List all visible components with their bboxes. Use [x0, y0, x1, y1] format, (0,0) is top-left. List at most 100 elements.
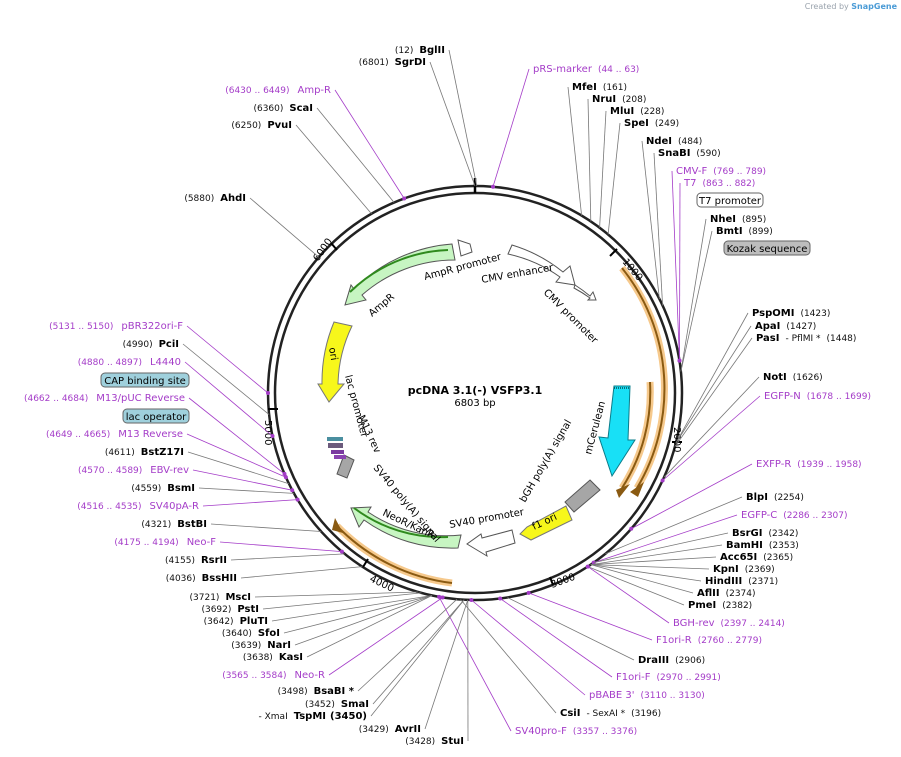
left-site-label-10: (4649 .. 4665)M13 Reverse	[46, 429, 183, 440]
left-primer-mark-14	[295, 497, 300, 502]
left-site-label-26: (3498)BsaBI *	[278, 686, 355, 697]
left-site-label-30: (3428)StuI	[405, 736, 464, 747]
left-leader-10	[186, 433, 287, 478]
site-labels: pRS-marker(44 .. 63) MfeI(161)NruI(208)Ml…	[24, 45, 871, 747]
right-leader-13	[674, 337, 753, 447]
right-site-label-7: CMV-F(769 .. 789)	[676, 166, 766, 177]
right-leader-7	[671, 170, 680, 361]
left-leader-6	[186, 325, 269, 394]
left-primer-mark-25	[440, 595, 445, 600]
right-site-label-6: SnaBI(590)	[658, 148, 721, 159]
left-leader-15	[210, 523, 322, 532]
right-site-label-31: CsiI- SexAI *(3196)	[560, 708, 661, 719]
label-cmv-enhancer: CMV enhancer	[481, 262, 555, 286]
right-site-label-9: NheI(895)	[710, 214, 766, 225]
label-ori: ori	[326, 347, 339, 362]
left-leader-5	[249, 197, 320, 258]
orf-arcs	[332, 265, 668, 587]
right-leader-26	[587, 566, 670, 624]
right-site-label-3: MluI(228)	[610, 106, 664, 117]
feature-sv40-promoter	[466, 529, 516, 558]
feature-ori	[317, 321, 353, 403]
left-site-label-22: (3640)SfoI	[222, 628, 280, 639]
right-leader-28	[507, 597, 635, 661]
cap-box: CAP binding site	[100, 372, 190, 388]
left-site-label-16: (4175 .. 4194)Neo-F	[114, 537, 216, 548]
left-site-label-1: (6801)SgrDI	[359, 57, 426, 68]
left-site-label-17: (4155)RsrII	[165, 555, 227, 566]
right-site-label-21: Acc65I(2365)	[720, 552, 793, 563]
right-leader-12	[675, 325, 752, 444]
left-leader-29	[424, 599, 469, 730]
left-leader-16	[219, 541, 342, 552]
right-leader-10	[680, 230, 713, 372]
right-site-label-2: NruI(208)	[592, 94, 646, 105]
left-leader-13	[198, 487, 295, 494]
left-leader-0	[448, 49, 478, 187]
right-primer-mark-32	[437, 594, 442, 599]
right-site-label-0: pRS-marker(44 .. 63)	[533, 64, 639, 75]
right-site-label-28: DraIII(2906)	[638, 655, 705, 666]
right-leader-16	[631, 463, 753, 530]
left-primer-mark-6	[266, 391, 270, 395]
right-primer-mark-15	[660, 478, 665, 483]
left-site-label-9: (4662 .. 4684)M13/pUC Reverse	[24, 393, 185, 404]
left-leader-14	[202, 499, 298, 507]
left-site-label-21: (3642)PluTI	[204, 616, 268, 627]
right-leader-2	[587, 98, 592, 222]
left-site-label-7: (4990)PciI	[123, 339, 179, 350]
left-site-label-27: (3452)SmaI	[305, 699, 369, 710]
right-site-label-5: NdeI(484)	[646, 136, 702, 147]
left-leader-1	[429, 61, 476, 187]
right-site-label-16: EXFP-R(1939 .. 1958)	[756, 459, 862, 470]
left-leader-22	[283, 595, 433, 634]
left-primer-mark-16	[339, 549, 344, 554]
kozak-label: Kozak sequence	[727, 244, 808, 255]
left-leader-18	[240, 566, 363, 579]
right-leader-19	[593, 532, 729, 563]
right-site-label-8: T7(863 .. 882)	[683, 178, 755, 189]
right-site-label-24: AflII(2374)	[697, 588, 756, 599]
left-site-label-0: (12)BglII	[395, 45, 445, 56]
left-leader-21	[271, 595, 433, 622]
left-site-label-4: (6250)PvuI	[231, 120, 292, 131]
left-leader-3	[316, 107, 395, 203]
left-site-label-25: (3565 .. 3584)Neo-R	[222, 670, 325, 681]
right-site-label-1: MfeI(161)	[572, 82, 627, 93]
feature-neor	[350, 506, 462, 549]
right-site-label-17: BlpI(2254)	[746, 492, 804, 503]
right-leader-30	[471, 599, 586, 696]
feature-sv40-polya	[336, 454, 355, 479]
right-leader-17	[605, 496, 743, 555]
right-primer-mark-29	[498, 596, 503, 601]
feature-lac	[327, 437, 346, 459]
feature-bgh-polya	[564, 479, 601, 513]
right-leader-29	[499, 598, 613, 678]
right-site-label-13: PasI- PflMI *(1448)	[756, 333, 856, 344]
right-leader-18	[593, 514, 738, 563]
right-leader-4	[607, 122, 621, 235]
right-primer-mark-8	[677, 358, 682, 363]
plasmid-length: 6803 bp	[454, 398, 495, 409]
label-bgh: bGH poly(A) signal	[518, 418, 574, 504]
left-leader-20	[262, 592, 422, 610]
right-site-label-25: PmeI(2382)	[688, 600, 752, 611]
tick-3000: 3000	[549, 572, 577, 591]
left-leader-17	[230, 553, 345, 561]
right-site-label-19: BsrGI(2342)	[732, 528, 798, 539]
cap-label: CAP binding site	[104, 376, 186, 387]
feature-cmv-enhancer	[507, 244, 597, 301]
left-primer-mark-12	[290, 488, 295, 493]
left-site-label-15: (4321)BstBI	[141, 519, 207, 530]
right-leader-22	[590, 564, 710, 570]
lac-operator-label: lac operator	[126, 412, 187, 423]
left-site-label-8: (4880 .. 4897)L4440	[78, 357, 181, 368]
right-site-label-32: SV40pro-F(3357 .. 3376)	[515, 726, 637, 737]
lac-operator-box: lac operator	[122, 408, 190, 424]
right-site-label-22: KpnI(2369)	[713, 564, 775, 575]
right-leader-8	[679, 182, 681, 361]
left-leader-7	[182, 343, 270, 415]
credit-prefix: Created by	[804, 2, 849, 11]
